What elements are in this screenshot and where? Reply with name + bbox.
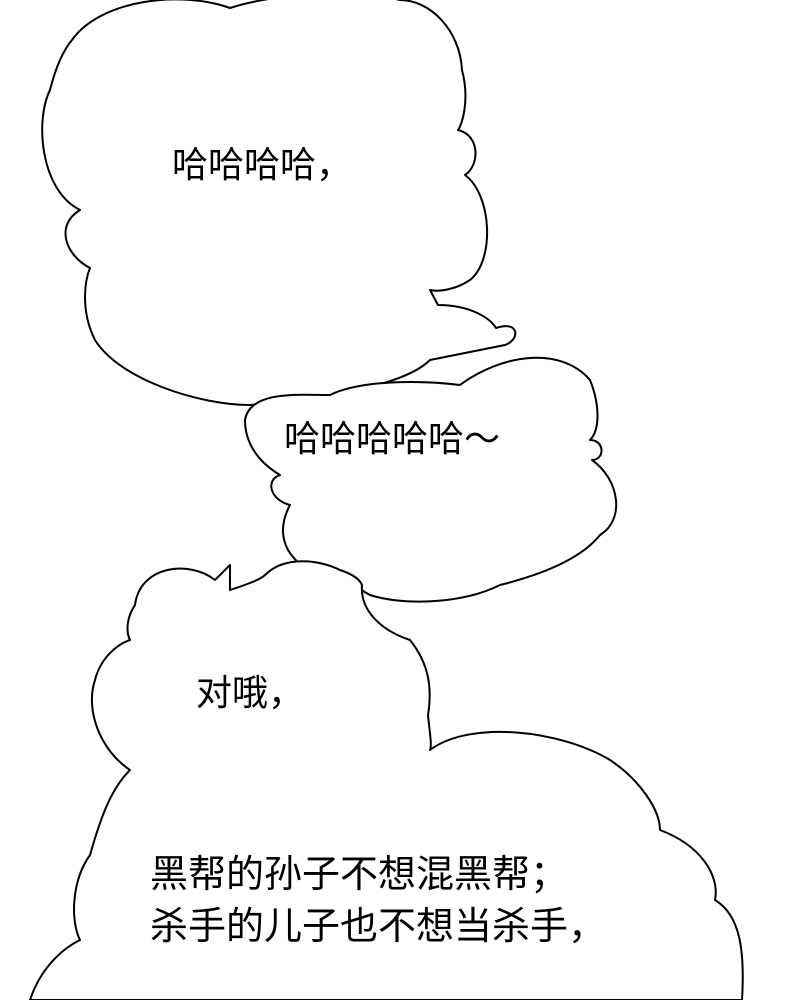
speech-text-4: 黑帮的孙子不想混黑帮； 杀手的儿子也不想当杀手， xyxy=(150,848,606,952)
speech-bubble-1-outline xyxy=(41,0,517,406)
speech-text-4-line-2: 杀手的儿子也不想当杀手， xyxy=(150,904,607,948)
speech-text-1: 哈哈哈哈， xyxy=(172,145,353,186)
speech-bubble-3-4-outline xyxy=(29,560,744,1000)
speech-text-4-line-1: 黑帮的孙子不想混黑帮； xyxy=(150,852,569,896)
speech-text-3: 对哦， xyxy=(196,673,305,714)
speech-bubble-2-outline xyxy=(244,356,618,603)
speech-text-2: 哈哈哈哈哈～ xyxy=(284,419,501,460)
